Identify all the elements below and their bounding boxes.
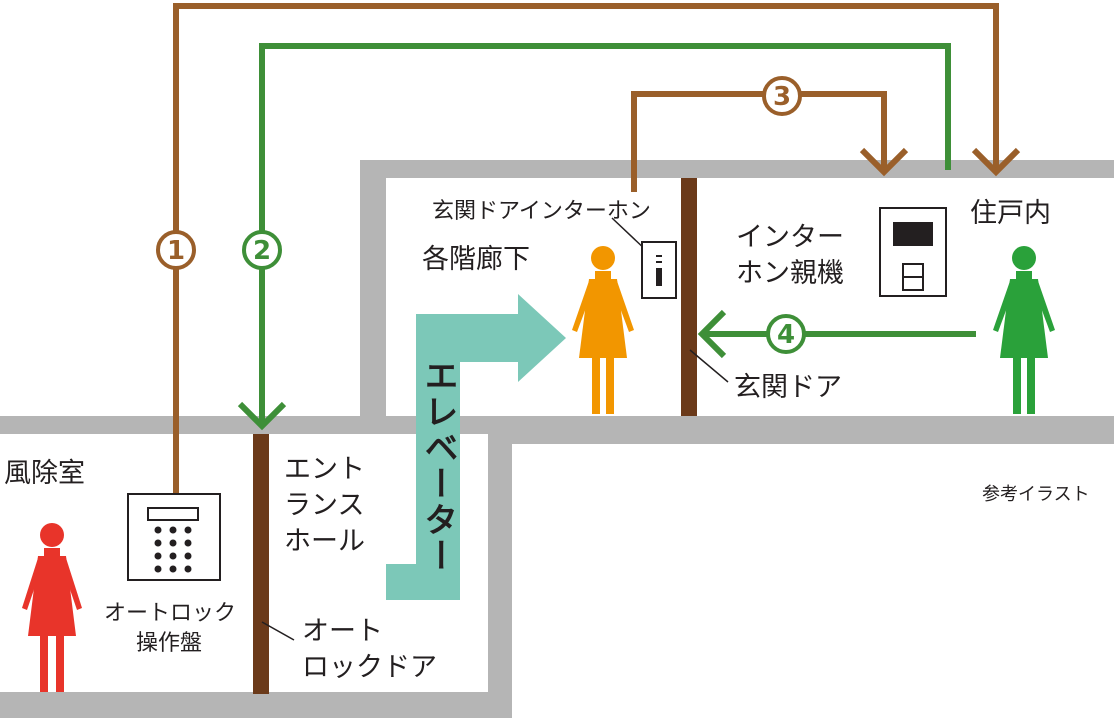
- autolock-door: [253, 434, 269, 694]
- step-badge-2: 2: [242, 230, 282, 270]
- wall-upper-ceiling: [360, 160, 1114, 178]
- front-door: [681, 178, 697, 416]
- entrance-hall-label-line2: ランス: [284, 490, 364, 521]
- autolock-panel-icon: [127, 493, 221, 581]
- windbreak-room-label: 風除室: [4, 458, 85, 489]
- step-number: 2: [253, 236, 271, 266]
- flow-1-arrowhead: [971, 147, 1021, 177]
- elevator-label: エレベーター: [418, 358, 458, 574]
- door-intercom-label: 玄関ドアインターホン: [432, 199, 651, 224]
- flow-3-arrowhead: [859, 147, 909, 177]
- intercom-master-label-line1: インター: [736, 222, 844, 253]
- autolock-panel-label-line2: 操作盤: [136, 631, 202, 656]
- flow-4-arrowhead: [697, 309, 727, 359]
- intercom-master-label-line2: ホン親機: [736, 258, 844, 289]
- flow-3-line: [631, 91, 887, 192]
- leader-autolock-door: [261, 621, 295, 641]
- step-number: 4: [777, 320, 795, 350]
- reference-illustration-note: 参考イラスト: [982, 484, 1090, 505]
- dwelling-label: 住戸内: [970, 198, 1051, 229]
- leader-front-door: [689, 349, 729, 383]
- entrance-hall-label-line3: ホール: [284, 526, 365, 557]
- resident-figure: [993, 246, 1055, 414]
- autolock-panel-label-line1: オートロック: [104, 601, 236, 626]
- step-badge-1: 1: [156, 230, 196, 270]
- front-door-label: 玄関ドア: [734, 372, 842, 403]
- step-circle: [762, 76, 802, 116]
- autolock-door-label-line2: ロックドア: [302, 652, 437, 683]
- wall-ground-right: [488, 416, 512, 718]
- wall-upper-floor: [488, 416, 1114, 444]
- flow-2-arrowhead: [237, 401, 287, 431]
- corridor-label: 各階廊下: [422, 244, 530, 275]
- wall-upper-left: [360, 160, 386, 434]
- step-badge-3: 3: [762, 76, 802, 116]
- visitor-figure-corridor: [572, 246, 634, 414]
- entrance-hall-label-line1: エント: [284, 454, 365, 485]
- intercom-master-icon: [879, 207, 947, 297]
- step-badge-4: 4: [766, 314, 806, 354]
- elevator-arrow: [386, 294, 566, 600]
- step-circle: [242, 230, 282, 270]
- step-number: 1: [167, 236, 185, 266]
- building-walls: [0, 160, 1114, 718]
- step-circle: [156, 230, 196, 270]
- wall-ground-floor: [0, 692, 512, 718]
- step-number: 3: [773, 82, 791, 112]
- step-circle: [766, 314, 806, 354]
- autolock-door-label-line1: オート: [302, 616, 383, 647]
- visitor-figure-windbreak: [22, 523, 82, 692]
- door-intercom-icon: [641, 241, 677, 299]
